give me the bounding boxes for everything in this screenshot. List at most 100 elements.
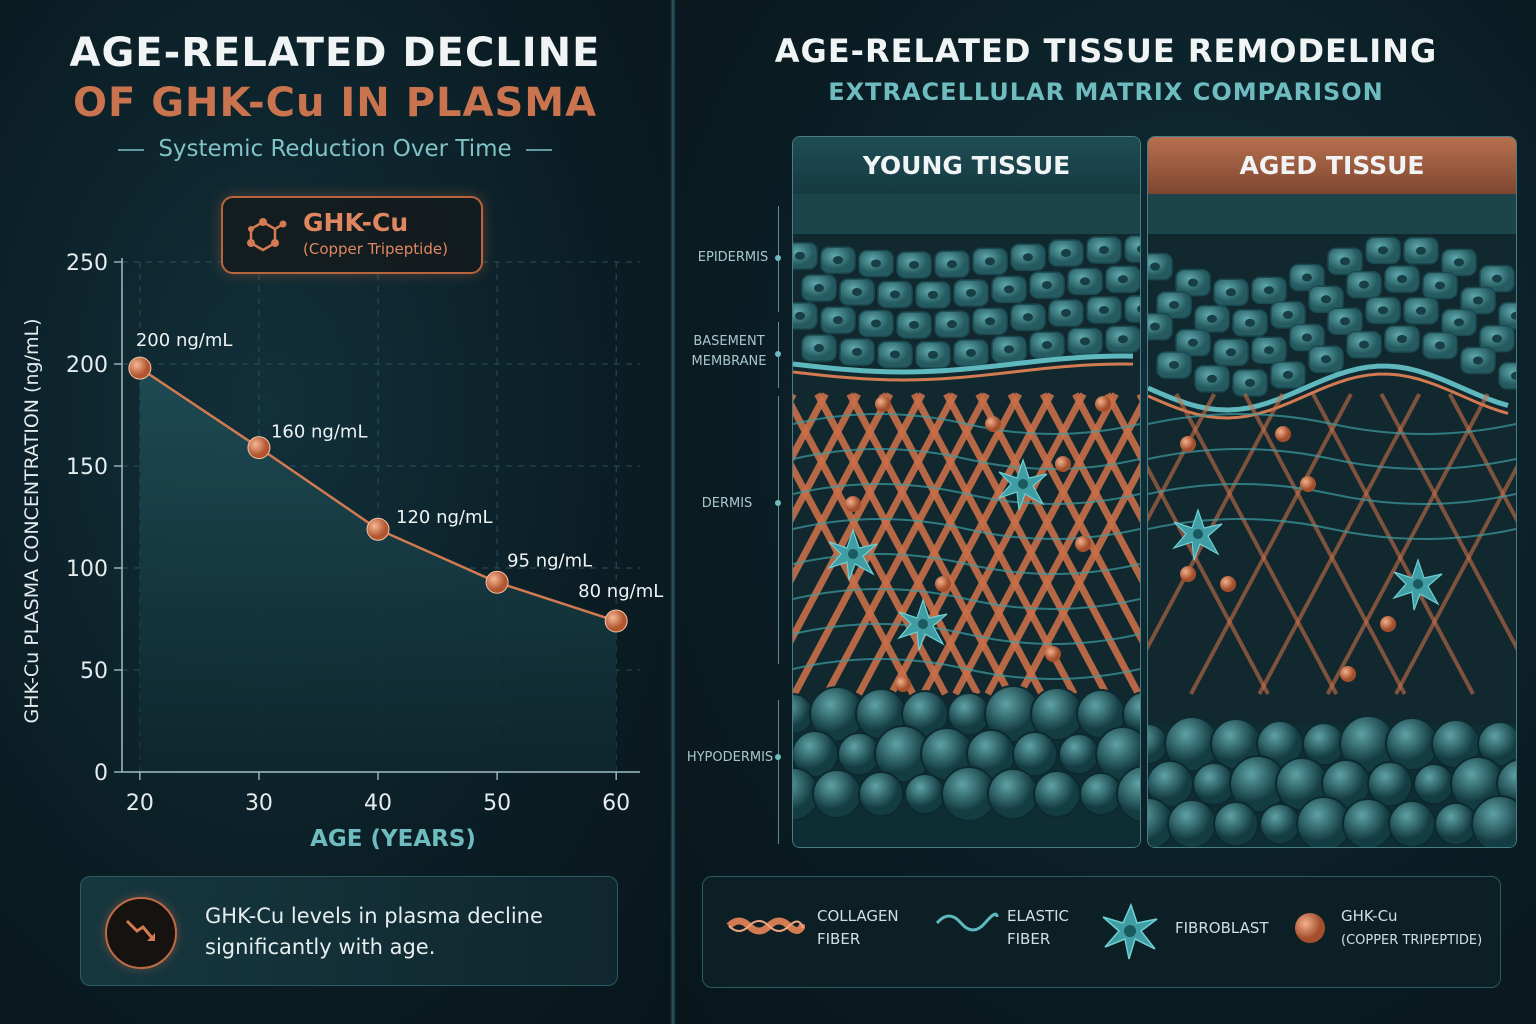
collagen-fiber <box>1242 393 1407 695</box>
cell-nucleus <box>833 256 843 265</box>
y-tick-label: 50 <box>80 659 108 684</box>
cell-nucleus <box>947 260 957 269</box>
elastic-fiber-icon <box>935 912 999 932</box>
cell-nucleus <box>1042 341 1052 350</box>
summary-note: GHK-Cu levels in plasma decline signific… <box>80 876 618 986</box>
ghk-cu-particle <box>1300 476 1316 492</box>
y-tick-label: 200 <box>66 353 108 378</box>
cell-nucleus <box>1245 378 1255 387</box>
cell-nucleus <box>1118 335 1128 344</box>
label-dermis: DERMIS <box>701 496 753 511</box>
x-tick-label: 30 <box>245 791 273 816</box>
cell-nucleus <box>1080 277 1090 286</box>
cell-nucleus <box>1080 337 1090 346</box>
collagen-fiber <box>1148 464 1270 695</box>
ghk-cu-particle <box>1340 666 1356 682</box>
fat-cell <box>1367 761 1413 807</box>
cell-nucleus <box>1169 360 1179 369</box>
collagen-fiber <box>1447 393 1516 523</box>
fat-cell <box>1342 798 1394 847</box>
ghk-cu-particle <box>935 576 951 592</box>
cell-nucleus <box>1473 296 1483 305</box>
collagen-fiber <box>1016 461 1140 696</box>
cell-nucleus <box>1118 275 1128 284</box>
elastic-fiber <box>793 448 1140 470</box>
label-basement-line1: BASEMENT <box>693 334 765 349</box>
elastic-fiber <box>1148 483 1516 505</box>
young-tissue-panel: YOUNG TISSUE <box>792 136 1141 848</box>
epidermal-cell <box>1498 302 1516 330</box>
fat-cell <box>1116 765 1140 823</box>
cell-nucleus <box>890 350 900 359</box>
cell-nucleus <box>1188 278 1198 287</box>
fat-cell <box>858 771 904 817</box>
cell-nucleus <box>795 251 805 260</box>
fibroblast-nucleus <box>848 549 858 559</box>
chart-subtitle: Systemic Reduction Over Time <box>0 136 670 162</box>
y-tick-label: 150 <box>66 455 108 480</box>
aged-tissue-illustration <box>1148 194 1516 847</box>
ghk-cu-particle <box>845 496 861 512</box>
cell-nucleus <box>1340 317 1350 326</box>
cell-nucleus <box>966 288 976 297</box>
summary-note-text: GHK-Cu levels in plasma decline signific… <box>205 904 543 959</box>
cell-nucleus <box>1492 334 1502 343</box>
fat-cell <box>1213 801 1259 847</box>
legend-fibroblast: FIBROBLAST <box>1175 919 1269 937</box>
y-axis-label: GHK-Cu PLASMA CONCENTRATION (ng/mL) <box>21 319 43 724</box>
cell-nucleus <box>1454 318 1464 327</box>
x-tick-label: 20 <box>126 791 154 816</box>
ghk-cu-particle <box>875 396 891 412</box>
cell-nucleus <box>1511 371 1516 380</box>
cell-nucleus <box>1099 246 1109 255</box>
fat-cell <box>1471 795 1516 847</box>
ghk-cu-badge: GHK-Cu (Copper Tripeptide) <box>221 196 483 274</box>
fat-cell <box>1259 803 1301 845</box>
legend-elastic-line2: FIBER <box>1007 930 1051 948</box>
cell-nucleus <box>833 316 843 325</box>
aged-tissue-header: AGED TISSUE <box>1148 137 1516 194</box>
elastic-fiber <box>1148 448 1516 470</box>
fat-cell <box>812 769 862 819</box>
collagen-fiber-icon <box>726 917 805 935</box>
cell-nucleus <box>852 287 862 296</box>
ghk-cu-particle <box>1180 566 1196 582</box>
cell-nucleus <box>1207 374 1217 383</box>
data-point <box>485 570 509 594</box>
cell-nucleus <box>1099 306 1109 315</box>
cell-nucleus <box>1378 306 1388 315</box>
cell-nucleus <box>1435 341 1445 350</box>
cell-nucleus <box>985 317 995 326</box>
data-point <box>604 609 628 633</box>
ghk-cu-particle <box>1275 426 1291 442</box>
cell-nucleus <box>928 350 938 359</box>
legend-ghk-cu: GHK-Cu(COPPER TRIPEPTIDE) <box>1341 905 1482 952</box>
cell-nucleus <box>1321 355 1331 364</box>
cell-nucleus <box>1169 300 1179 309</box>
cell-nucleus <box>1226 288 1236 297</box>
cell-nucleus <box>871 319 881 328</box>
fibroblast-nucleus <box>918 619 928 629</box>
fat-cell <box>1033 770 1081 818</box>
fat-cell <box>1079 772 1123 816</box>
fat-cell <box>1012 731 1058 777</box>
cell-nucleus <box>1042 281 1052 290</box>
cell-nucleus <box>1492 274 1502 283</box>
label-epidermis: EPIDERMIS <box>697 250 769 265</box>
legend-ghk-cu-line1: GHK-Cu <box>1341 907 1398 925</box>
fat-cell <box>1058 733 1100 775</box>
y-tick-label: 100 <box>66 557 108 582</box>
elastic-fiber <box>1148 518 1516 540</box>
basement-membrane-lower <box>793 362 1134 382</box>
cell-nucleus <box>966 348 976 357</box>
collagen-fiber <box>793 392 894 584</box>
young-tissue-illustration <box>793 194 1140 847</box>
collagen-fiber <box>1174 393 1339 695</box>
fibroblast-nucleus <box>1018 479 1028 489</box>
elastic-fiber <box>1148 413 1516 435</box>
collagen-fiber <box>793 392 829 463</box>
collagen-fiber <box>1189 393 1353 695</box>
